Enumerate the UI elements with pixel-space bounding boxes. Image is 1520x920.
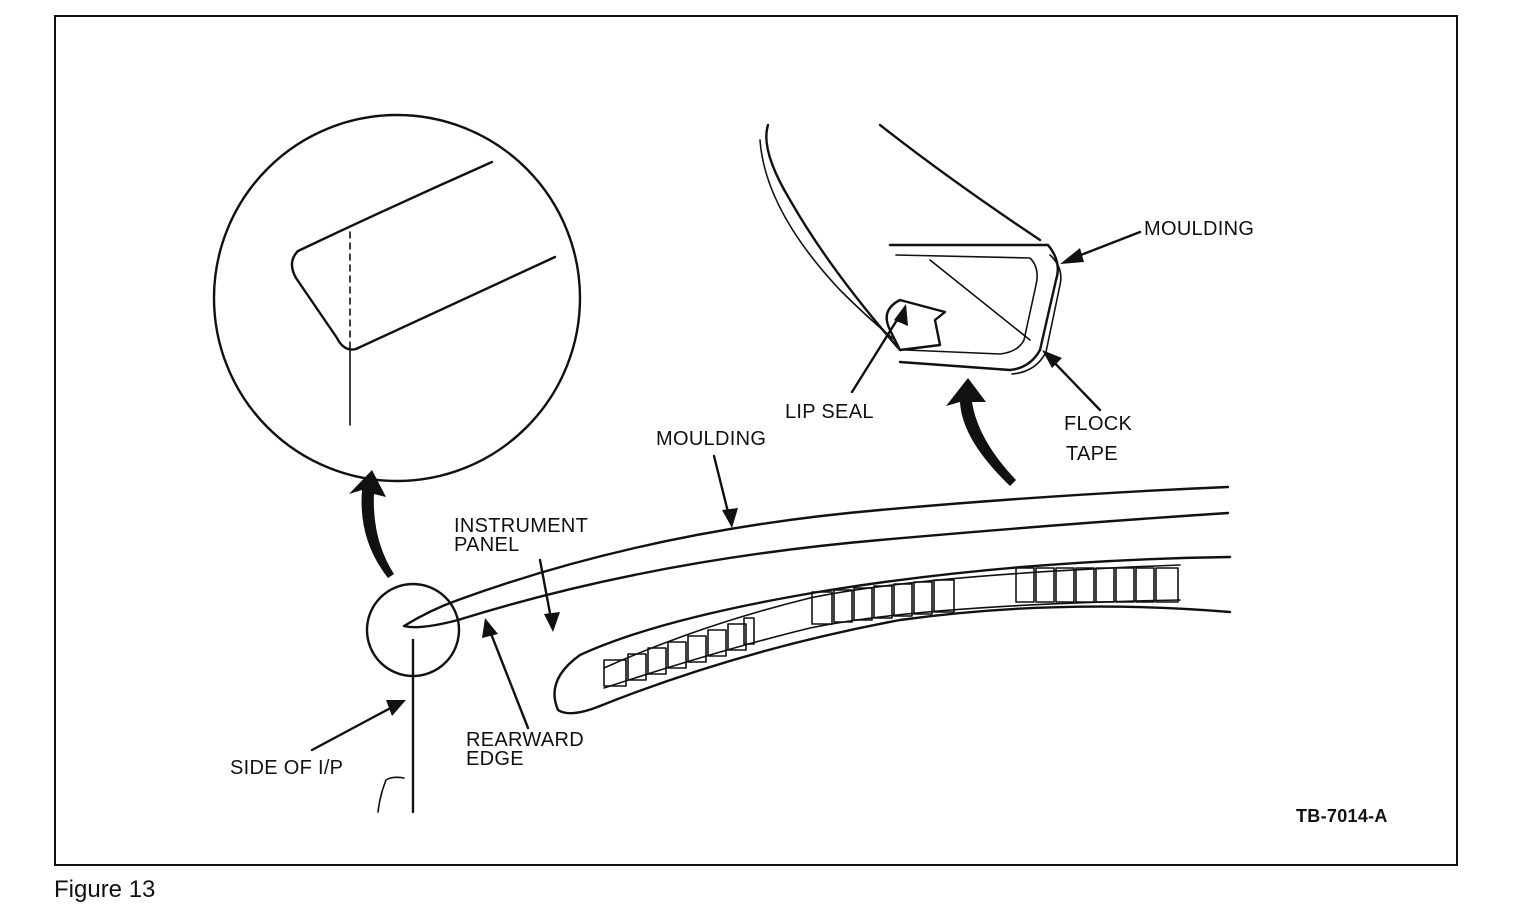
label-edge: EDGE (466, 748, 524, 770)
windshield-outer-curve (878, 123, 1042, 242)
detail-panel-top-edge (296, 160, 494, 253)
vent-slat (1035, 567, 1055, 603)
leader-instrument-panel (538, 558, 560, 632)
label-ref-code: TB-7014-A (1296, 806, 1388, 826)
dash-outer-bottom (598, 605, 1232, 708)
label-side-of-ip: SIDE OF I/P (230, 757, 343, 779)
vent-slat (833, 589, 853, 623)
curved-arrow-to-section (946, 378, 1016, 486)
vent-slat (627, 653, 647, 681)
vent-slats-middle (811, 579, 955, 625)
vent-slat (743, 617, 755, 645)
label-moulding-mid: MOULDING (656, 428, 766, 450)
curved-arrow-to-detail (349, 470, 394, 578)
label-panel: PANEL (454, 534, 520, 556)
vent-slat (933, 579, 955, 613)
instrument-panel-moulding (377, 485, 1230, 814)
vent-slat (1075, 567, 1095, 603)
vent-opening-top (603, 564, 1181, 669)
figure-frame (54, 15, 1458, 866)
windshield-inner-curve-2 (759, 139, 896, 341)
vent-slat (1015, 567, 1035, 603)
section-diagonal (929, 259, 1031, 341)
vent-slats-right (1015, 567, 1179, 603)
leader-moulding-top (1060, 230, 1142, 264)
leader-flock-tape (1042, 350, 1102, 412)
vent-slat (1055, 567, 1075, 603)
lip-seal-shape (885, 298, 947, 352)
leader-rearward-edge (482, 618, 530, 730)
detail-circle (212, 113, 582, 483)
vent-slat (667, 641, 687, 669)
windshield-inner-curve (765, 123, 902, 352)
label-lip-seal: LIP SEAL (785, 401, 874, 423)
dash-vent-panel (553, 555, 1232, 715)
leader-moulding-mid (712, 454, 738, 528)
vent-slat (913, 581, 933, 615)
detail-panel-bottom-edge (354, 255, 557, 351)
vent-slat (1115, 567, 1135, 603)
corner-detail-magnifier (212, 113, 582, 483)
vent-slat (707, 629, 727, 657)
vent-slat (603, 659, 627, 687)
dash-outer-top (553, 555, 1232, 715)
label-instrument: INSTRUMENT (454, 515, 588, 537)
vent-slats-left (603, 617, 755, 687)
panel-side-curve (377, 776, 405, 813)
moulding-inner-edge (456, 511, 1230, 622)
detail-panel-corner (290, 249, 358, 351)
vent-slat (1095, 567, 1115, 603)
moulding-end-cap (402, 598, 460, 629)
vent-slat (727, 623, 747, 651)
flock-tape-layer (1011, 254, 1062, 375)
leader-side-of-ip (310, 700, 406, 752)
seal-channel-inner (895, 254, 1038, 355)
vent-slat (687, 635, 707, 663)
figure-caption: Figure 13 (54, 876, 156, 903)
vent-slat (647, 647, 667, 675)
label-flock: FLOCK (1064, 413, 1133, 435)
vent-slat (811, 591, 833, 625)
moulding-outer-edge (456, 485, 1230, 602)
vent-slat (1135, 567, 1155, 603)
label-moulding-top: MOULDING (1144, 218, 1254, 240)
vent-slat (893, 583, 913, 617)
vent-slat (853, 587, 873, 621)
label-tape: TAPE (1066, 443, 1118, 465)
vent-slat (873, 585, 893, 619)
moulding-cross-section (759, 123, 1062, 375)
label-rearward: REARWARD (466, 729, 584, 751)
seal-channel-outer (888, 243, 1059, 372)
vent-slat (1155, 567, 1179, 603)
leader-lip-seal (850, 304, 908, 394)
